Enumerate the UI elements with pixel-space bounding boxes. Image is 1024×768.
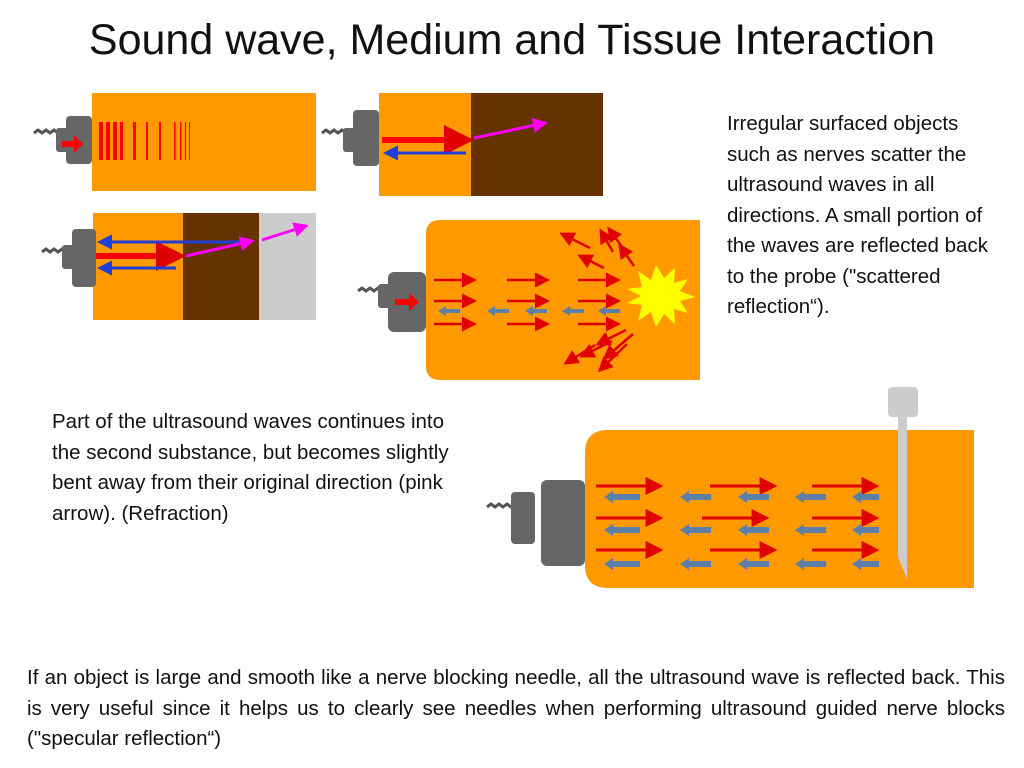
scattered-reflection-text: Irregular surfaced objects such as nerve… <box>727 112 988 318</box>
needle-icon <box>888 387 918 579</box>
echo-arrows <box>604 491 879 570</box>
panel-wave-propagation <box>33 93 316 191</box>
refracted-wave-arrow <box>473 118 548 140</box>
tissue-medium <box>585 430 974 588</box>
tissue-medium <box>379 93 471 196</box>
incident-wave-arrows <box>596 477 880 559</box>
scattered-wave-arrows <box>559 226 636 373</box>
scatter-object-icon <box>627 265 695 327</box>
incident-wave-arrows <box>434 272 621 332</box>
refracted-wave-arrow <box>185 236 255 258</box>
ultrasound-probe-icon <box>486 480 585 566</box>
panel-multi-layer <box>41 213 316 320</box>
ultrasound-probe-icon <box>321 110 379 166</box>
ultrasound-probe-icon <box>33 116 92 164</box>
echo-arrows <box>438 306 620 316</box>
tissue-second-substance <box>183 213 259 320</box>
tissue-second-substance <box>471 93 603 196</box>
sound-wave-bands <box>99 122 190 160</box>
emission-arrow <box>62 135 83 153</box>
specular-reflection-text: If an object is large and smooth like a … <box>27 666 1005 750</box>
panel-specular-reflection <box>486 387 974 588</box>
refraction-text: Part of the ultrasound waves continues i… <box>52 410 449 525</box>
page-title: Sound wave, Medium and Tissue Interactio… <box>88 16 936 64</box>
ultrasound-probe-icon <box>41 229 96 287</box>
tissue-third-substance <box>259 213 316 320</box>
tissue-medium <box>92 93 316 191</box>
panel-refraction-boundary <box>321 93 603 196</box>
emission-arrow <box>395 293 419 311</box>
refracted-wave-arrow <box>261 222 309 242</box>
panel-scattered-reflection <box>357 220 700 380</box>
